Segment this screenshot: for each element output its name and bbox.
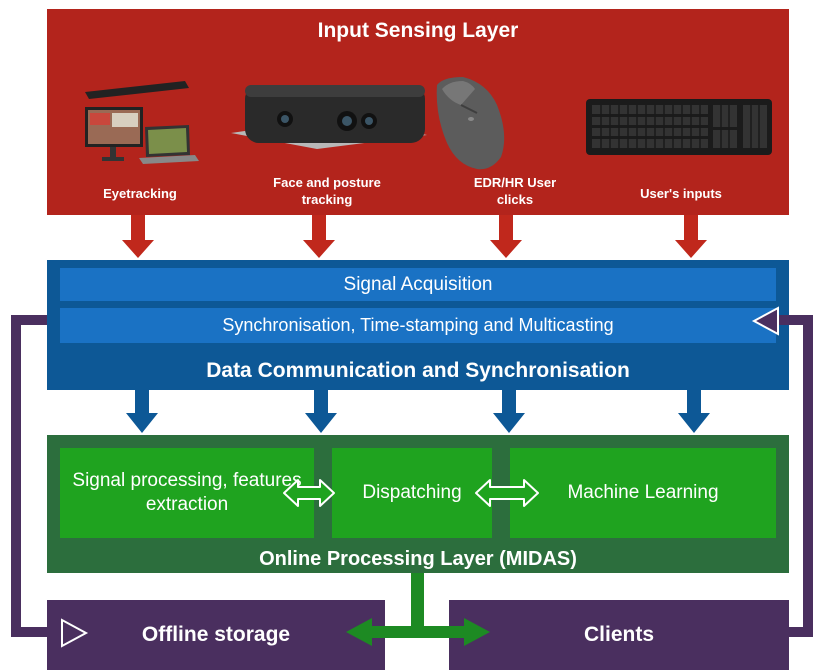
- arrow-right-green-clients: [464, 618, 490, 646]
- dispatching-box: Dispatching: [332, 448, 492, 538]
- eyetracker-monitor-icon: [85, 81, 199, 164]
- arrow-down-blue-3: [493, 390, 525, 433]
- keyboard-icon: [586, 99, 772, 155]
- double-arrow-processing-dispatching: [283, 479, 335, 507]
- device-label-edr-hr: EDR/HR User clicks: [473, 175, 557, 207]
- device-label-face-posture: Face and posture tracking: [273, 175, 381, 207]
- arrow-down-red-1: [122, 215, 154, 258]
- arrow-down-blue-1: [126, 390, 158, 433]
- synchronisation-bar: Synchronisation, Time-stamping and Multi…: [60, 308, 776, 343]
- double-arrow-dispatching-learning: [475, 479, 539, 507]
- machine-learning-box: Machine Learning: [510, 448, 776, 538]
- arrow-down-red-4: [675, 215, 707, 258]
- depth-camera-icon: [231, 85, 427, 149]
- arrow-down-red-2: [303, 215, 335, 258]
- arrow-down-blue-2: [305, 390, 337, 433]
- signal-acquisition-bar: Signal Acquisition: [60, 268, 776, 301]
- input-layer-title: Input Sensing Layer: [317, 19, 519, 42]
- computer-mouse-icon: [436, 77, 505, 170]
- feedback-line-right: [778, 315, 813, 637]
- device-label-user-inputs: User's inputs: [640, 185, 722, 201]
- offline-storage-box: Offline storage: [47, 600, 385, 670]
- arrow-down-blue-4: [678, 390, 710, 433]
- arrow-left-green-offline: [346, 618, 372, 646]
- device-label-eyetracking: Eyetracking: [103, 185, 177, 201]
- processing-layer-title: Online Processing Layer (MIDAS): [259, 547, 577, 570]
- arrow-right-outline-offline: [61, 618, 89, 648]
- clients-box: Clients: [449, 600, 789, 670]
- feedback-line-left: [11, 315, 62, 637]
- comm-layer-title: Data Communication and Synchronisation: [206, 359, 630, 382]
- arrow-left-outline-sync: [751, 306, 779, 336]
- device-icons: [85, 77, 772, 170]
- arrow-down-red-3: [490, 215, 522, 258]
- signal-processing-box: Signal processing, features extraction: [60, 448, 314, 538]
